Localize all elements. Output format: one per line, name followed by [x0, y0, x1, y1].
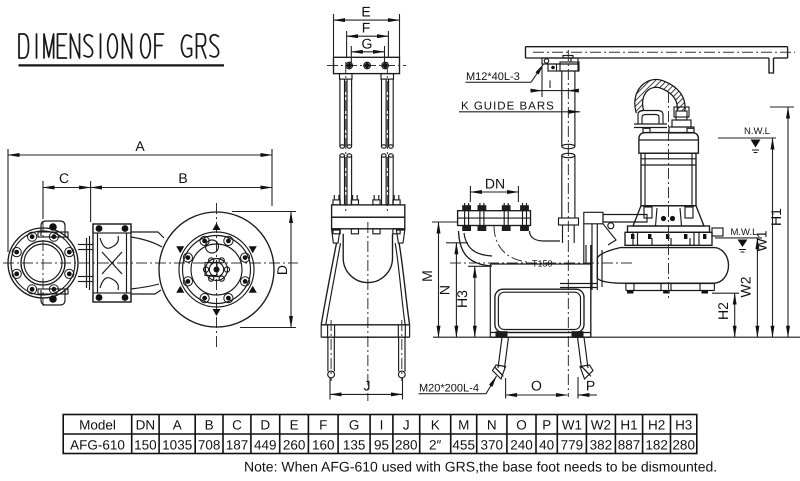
svg-text:H3: H3: [675, 418, 692, 433]
svg-text:I: I: [548, 79, 551, 91]
svg-text:1035: 1035: [162, 437, 192, 452]
svg-text:W2: W2: [738, 276, 754, 297]
svg-text:F: F: [362, 20, 371, 36]
svg-text:280: 280: [672, 437, 695, 452]
svg-text:779: 779: [561, 437, 584, 452]
svg-text:H1: H1: [768, 208, 784, 226]
svg-text:DN: DN: [136, 418, 156, 433]
svg-text:N: N: [437, 285, 453, 295]
svg-text:708: 708: [198, 437, 221, 452]
svg-text:AFG-610: AFG-610: [70, 437, 125, 452]
svg-text:887: 887: [618, 437, 641, 452]
svg-text:B: B: [205, 418, 214, 433]
svg-text:D: D: [260, 418, 270, 433]
svg-text:95: 95: [374, 437, 389, 452]
svg-text:W2: W2: [591, 418, 611, 433]
svg-text:H2: H2: [648, 418, 665, 433]
svg-text:455: 455: [452, 437, 475, 452]
svg-text:Note: When AFG-610 used with G: Note: When AFG-610 used with GRS,the bas…: [244, 459, 717, 475]
svg-text:240: 240: [510, 437, 533, 452]
svg-text:A: A: [135, 138, 145, 154]
svg-text:P: P: [586, 378, 595, 394]
svg-text:K: K: [431, 418, 440, 433]
svg-text:J: J: [364, 377, 371, 393]
svg-text:382: 382: [590, 437, 613, 452]
svg-text:40: 40: [539, 437, 554, 452]
svg-text:W1: W1: [562, 418, 582, 433]
svg-text:F: F: [319, 418, 327, 433]
svg-text:O: O: [516, 418, 527, 433]
svg-text:M: M: [458, 418, 469, 433]
svg-text:182: 182: [645, 437, 668, 452]
svg-text:G: G: [362, 36, 373, 52]
svg-text:M: M: [419, 270, 435, 282]
svg-text:I: I: [380, 418, 384, 433]
svg-text:A: A: [173, 418, 182, 433]
svg-text:150: 150: [134, 437, 157, 452]
svg-text:280: 280: [395, 437, 418, 452]
svg-text:449: 449: [254, 437, 277, 452]
svg-text:E: E: [290, 418, 299, 433]
svg-text:P: P: [542, 418, 551, 433]
svg-text:N: N: [487, 418, 497, 433]
svg-text:O: O: [531, 378, 542, 394]
svg-text:M12*40L-3: M12*40L-3: [466, 71, 520, 83]
svg-text:187: 187: [226, 437, 249, 452]
svg-text:M.W.L: M.W.L: [731, 227, 758, 238]
svg-text:H1: H1: [620, 418, 637, 433]
svg-text:E: E: [361, 4, 370, 20]
svg-text:Model: Model: [79, 418, 116, 433]
svg-text:G: G: [349, 418, 360, 433]
svg-text:C: C: [59, 170, 69, 186]
svg-text:H3: H3: [454, 290, 470, 308]
svg-text:370: 370: [481, 437, 504, 452]
svg-text:C: C: [232, 418, 242, 433]
svg-text:H2: H2: [715, 302, 731, 320]
svg-text:J: J: [403, 418, 410, 433]
svg-text:135: 135: [343, 437, 366, 452]
svg-text:D: D: [274, 265, 290, 275]
svg-text:2″: 2″: [429, 437, 442, 452]
svg-text:260: 260: [283, 437, 306, 452]
svg-text:W1: W1: [754, 230, 770, 251]
svg-text:160: 160: [312, 437, 335, 452]
svg-text:DN: DN: [485, 176, 505, 192]
svg-text:N.W.L: N.W.L: [744, 126, 770, 137]
svg-text:M20*200L-4: M20*200L-4: [419, 383, 479, 395]
svg-text:K GUIDE BARS: K GUIDE BARS: [461, 101, 555, 113]
svg-text:B: B: [178, 170, 187, 186]
